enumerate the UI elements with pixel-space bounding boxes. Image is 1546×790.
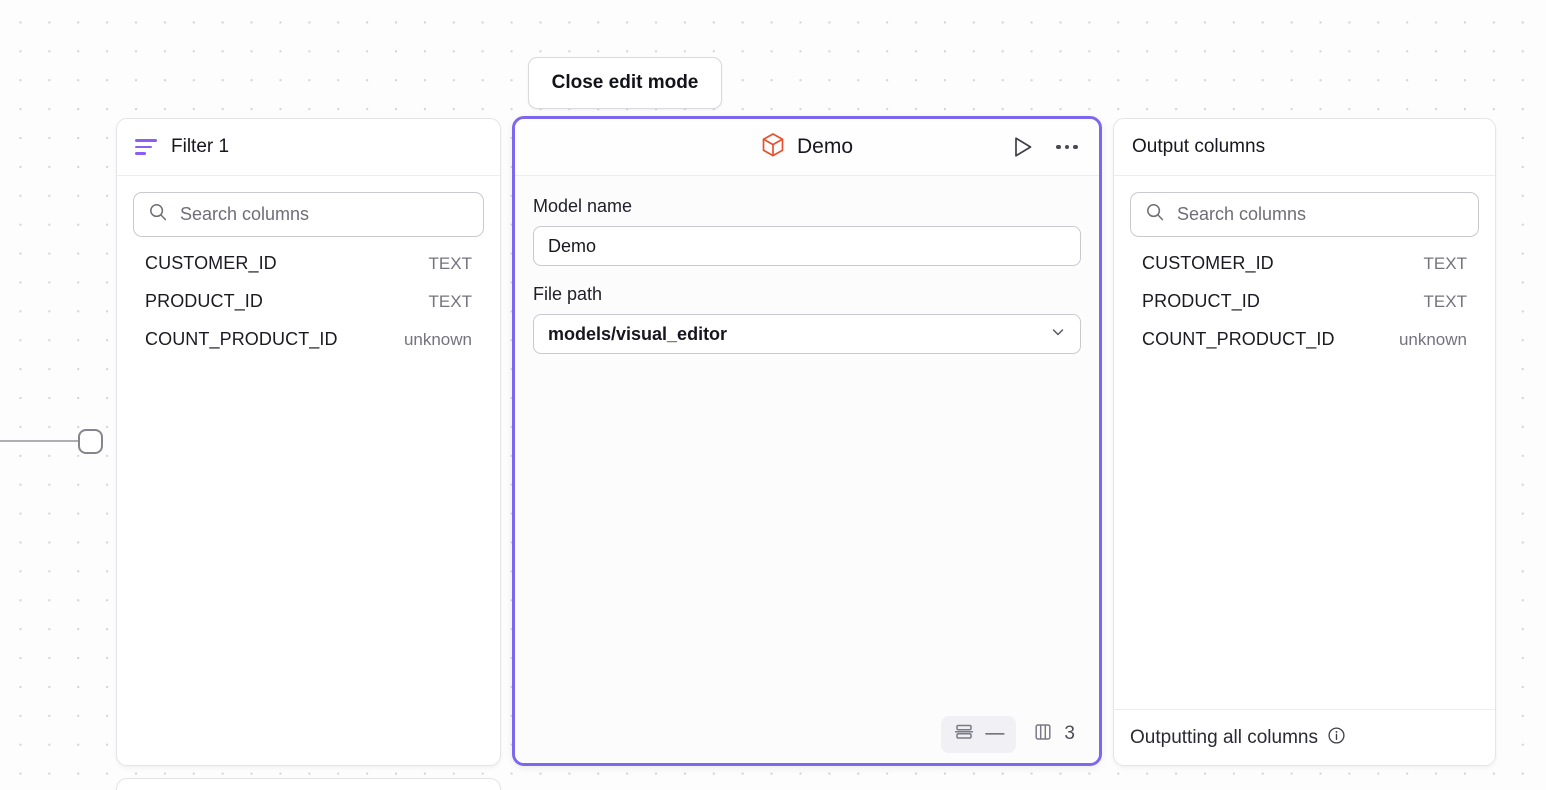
table-row[interactable]: PRODUCT_ID TEXT (1142, 291, 1467, 329)
filter-search-placeholder: Search columns (180, 204, 310, 224)
row-count-stat[interactable]: — (941, 715, 1017, 753)
column-name: PRODUCT_ID (1142, 291, 1261, 311)
column-type: TEXT (428, 254, 472, 273)
column-type: unknown (403, 330, 472, 349)
run-icon[interactable] (1009, 133, 1037, 161)
file-path-select[interactable]: models/visual_editor (533, 314, 1081, 354)
output-panel-body: Search columns CUSTOMER_ID TEXT PRODUCT_… (1114, 176, 1495, 709)
table-row[interactable]: COUNT_PRODUCT_ID unknown (145, 329, 472, 367)
model-name-label: Model name (533, 196, 633, 216)
secondary-node-panel[interactable] (116, 778, 501, 790)
output-panel-title: Output columns (1132, 136, 1266, 157)
output-search-placeholder: Search columns (1177, 204, 1307, 224)
filter-panel-header: Filter 1 (117, 119, 500, 176)
rows-icon (953, 721, 975, 748)
model-panel[interactable]: Demo Model name Demo File path models/vi… (512, 116, 1102, 766)
canvas-edge-line (0, 440, 80, 442)
close-edit-mode-button[interactable]: Close edit mode (528, 57, 722, 109)
output-search-input[interactable]: Search columns (1130, 192, 1479, 237)
info-icon[interactable] (1327, 726, 1346, 750)
column-name: COUNT_PRODUCT_ID (1142, 329, 1335, 349)
column-type: TEXT (428, 292, 472, 311)
filter-panel[interactable]: Filter 1 Search columns CUSTOMER_ID TEXT… (116, 118, 501, 766)
output-panel-header: Output columns (1114, 119, 1495, 176)
model-name-input[interactable]: Demo (533, 226, 1081, 266)
column-name: PRODUCT_ID (145, 291, 264, 311)
model-panel-title: Demo (796, 135, 854, 158)
table-row[interactable]: CUSTOMER_ID TEXT (1142, 253, 1467, 291)
output-panel-footer: Outputting all columns (1114, 709, 1495, 765)
columns-icon (1032, 721, 1054, 748)
table-row[interactable]: COUNT_PRODUCT_ID unknown (1142, 329, 1467, 367)
model-panel-footer: — 3 (515, 711, 1099, 763)
filter-panel-title: Filter 1 (171, 136, 230, 157)
column-name: CUSTOMER_ID (1142, 253, 1274, 273)
filter-search-input[interactable]: Search columns (133, 192, 484, 237)
file-path-value: models/visual_editor (548, 323, 728, 344)
cube-icon (761, 132, 785, 163)
canvas-edge-handle[interactable] (78, 429, 103, 454)
filter-icon (135, 139, 157, 155)
output-column-list: CUSTOMER_ID TEXT PRODUCT_ID TEXT COUNT_P… (1130, 253, 1479, 367)
row-count-value: — (985, 723, 1005, 744)
model-panel-body: Model name Demo File path models/visual_… (515, 176, 1099, 711)
table-row[interactable]: CUSTOMER_ID TEXT (145, 253, 472, 291)
output-columns-panel[interactable]: Output columns Search columns CUSTOMER_I… (1113, 118, 1496, 766)
column-type: TEXT (1423, 254, 1467, 273)
model-title-group: Demo (761, 132, 853, 163)
more-options-icon[interactable] (1053, 133, 1081, 161)
file-path-label: File path (533, 284, 603, 304)
column-type: TEXT (1423, 292, 1467, 311)
column-type: unknown (1398, 330, 1467, 349)
column-name: COUNT_PRODUCT_ID (145, 329, 338, 349)
search-icon (1145, 202, 1165, 227)
table-row[interactable]: PRODUCT_ID TEXT (145, 291, 472, 329)
output-footer-text: Outputting all columns (1130, 726, 1318, 748)
column-count-value: 3 (1064, 723, 1075, 744)
column-count-stat[interactable]: 3 (1026, 716, 1081, 753)
model-panel-header: Demo (515, 119, 1099, 176)
model-header-actions (1009, 119, 1081, 175)
filter-panel-body: Search columns CUSTOMER_ID TEXT PRODUCT_… (117, 176, 500, 765)
column-name: CUSTOMER_ID (145, 253, 277, 273)
filter-column-list: CUSTOMER_ID TEXT PRODUCT_ID TEXT COUNT_P… (133, 253, 484, 367)
chevron-down-icon (1050, 324, 1066, 345)
search-icon (148, 202, 168, 227)
